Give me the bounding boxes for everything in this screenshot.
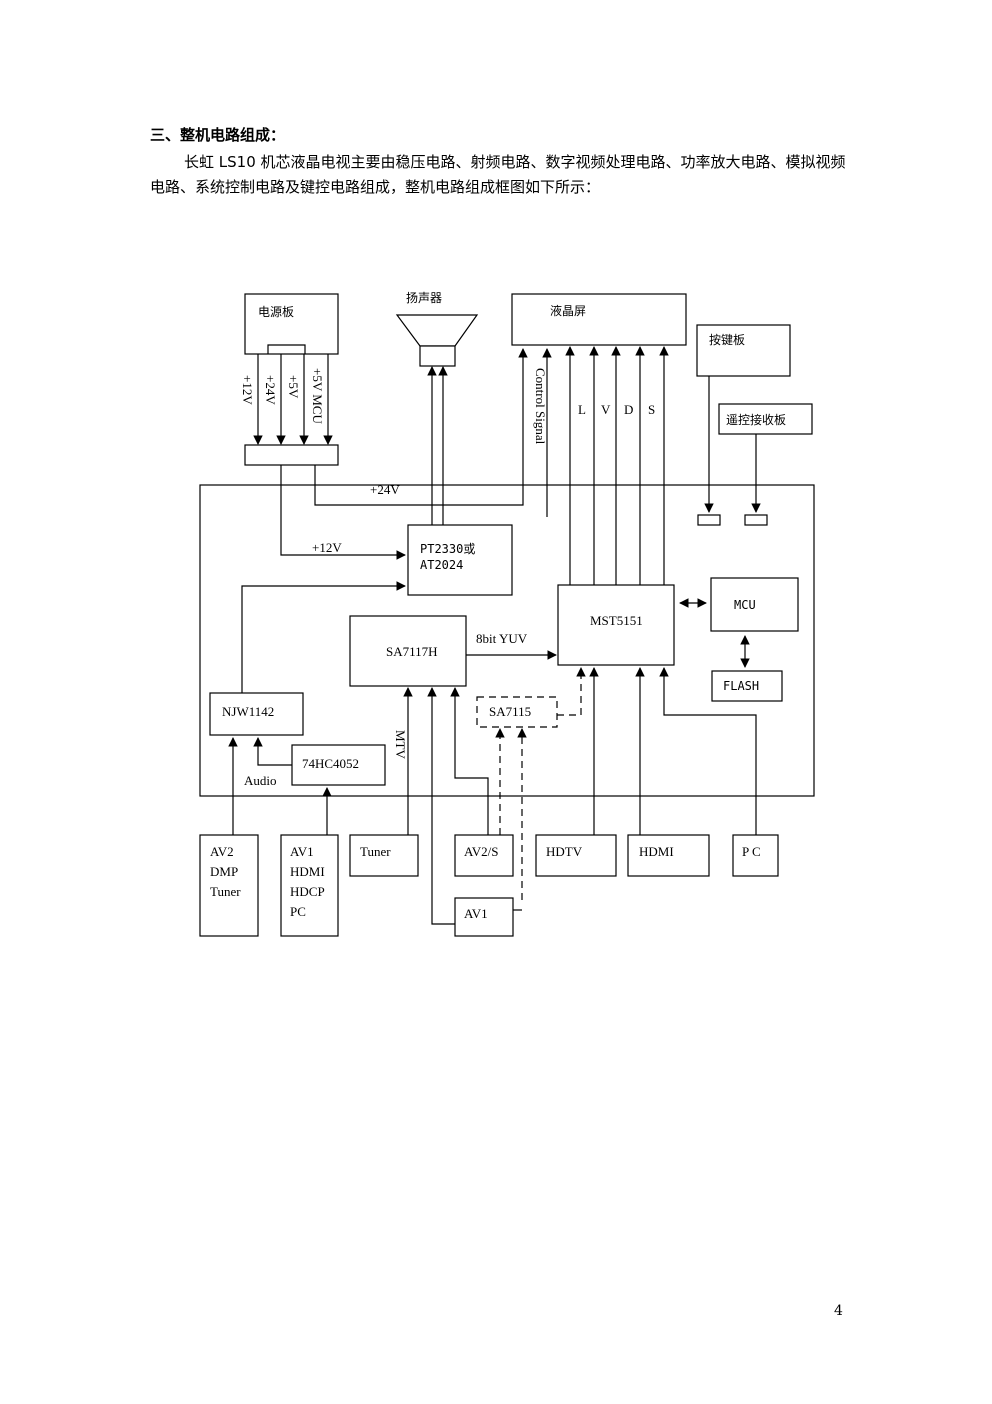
input-tuner-label: Tuner <box>360 844 391 859</box>
sa7115-box <box>476 696 558 728</box>
lvds-d-label: D <box>624 402 633 417</box>
page-number: 4 <box>834 1303 843 1319</box>
input-hdmi-label: HDMI <box>639 844 674 859</box>
rail-24v-label: +24V <box>263 375 278 405</box>
sa7115-label: SA7115 <box>489 704 531 719</box>
remote-receiver-box <box>718 403 813 435</box>
flash-label: FLASH <box>723 679 759 693</box>
amplifier-box <box>407 524 513 596</box>
section-heading: 三、整机电路组成： <box>150 126 286 144</box>
rail-12v-label: +12V <box>240 375 255 405</box>
main-board-outline <box>199 484 815 797</box>
rail-5v-mcu-label: +5V MCU <box>310 368 325 424</box>
input-av2-dmp-box <box>199 834 259 937</box>
mcu-box <box>710 577 799 632</box>
input-av2-dmp-line1: AV2 <box>210 844 234 859</box>
input-hdmi-box <box>627 834 710 877</box>
mst5151-label: MST5151 <box>590 613 643 628</box>
input-av1-hdmi-line3: HDCP <box>290 884 325 899</box>
intro-paragraph: 长虹 LS10 机芯液晶电视主要由稳压电路、射频电路、数字视频处理电路、功率放大… <box>150 153 846 196</box>
power-board-label: 电源板 <box>258 305 294 319</box>
sa7117h-box <box>349 615 467 687</box>
yuv-label: 8bit YUV <box>476 631 528 646</box>
mst5151-box <box>557 584 675 666</box>
power-board-box <box>244 293 339 355</box>
input-hdtv-box <box>535 834 617 877</box>
input-av1-hdmi-box <box>280 834 339 937</box>
input-tuner-box <box>349 834 419 877</box>
input-av1-box <box>454 897 514 937</box>
hc4052-box <box>291 744 386 786</box>
input-av1-hdmi-line2: HDMI <box>290 864 325 879</box>
lvds-l-label: L <box>578 402 586 417</box>
njw1142-label: NJW1142 <box>222 704 274 719</box>
lvds-v-label: V <box>601 402 611 417</box>
key-connector <box>697 514 721 526</box>
input-av1-hdmi-line1: AV1 <box>290 844 314 859</box>
remote-connector <box>744 514 768 526</box>
rail-5v-label: +5V <box>286 375 301 399</box>
audio-label: Audio <box>244 773 277 788</box>
njw1142-box <box>209 692 304 736</box>
hc4052-label: 74HC4052 <box>302 756 359 771</box>
amplifier-label-line1: PT2330或 <box>420 542 475 556</box>
connector-block <box>244 444 339 466</box>
lcd-panel-box <box>511 293 687 346</box>
input-av2s-box <box>454 834 514 877</box>
input-av2-dmp-line3: Tuner <box>210 884 241 899</box>
input-av2s-label: AV2/S <box>464 844 498 859</box>
speaker-label: 扬声器 <box>406 290 442 305</box>
mcu-label: MCU <box>734 598 756 612</box>
flash-box <box>711 670 783 702</box>
mtv-label: MTV <box>393 730 408 760</box>
input-pc-label: P C <box>742 844 761 859</box>
input-hdtv-label: HDTV <box>546 844 583 859</box>
key-board-label: 按键板 <box>709 333 745 347</box>
remote-receiver-label: 遥控接收板 <box>726 412 786 427</box>
input-av1-hdmi-line4: PC <box>290 904 306 919</box>
amplifier-label-line2: AT2024 <box>420 558 463 572</box>
control-signal-label: Control Signal <box>533 368 548 445</box>
speaker-icon <box>395 314 479 347</box>
sa7117h-label: SA7117H <box>386 644 438 659</box>
input-av1-label: AV1 <box>464 906 488 921</box>
bus-12v-label: +12V <box>312 540 342 555</box>
key-board-box <box>696 324 791 377</box>
speaker-base <box>419 345 456 367</box>
lvds-s-label: S <box>648 402 655 417</box>
input-av2-dmp-line2: DMP <box>210 864 238 879</box>
bus-24v-label: +24V <box>370 482 400 497</box>
lcd-panel-label: 液晶屏 <box>550 303 586 318</box>
